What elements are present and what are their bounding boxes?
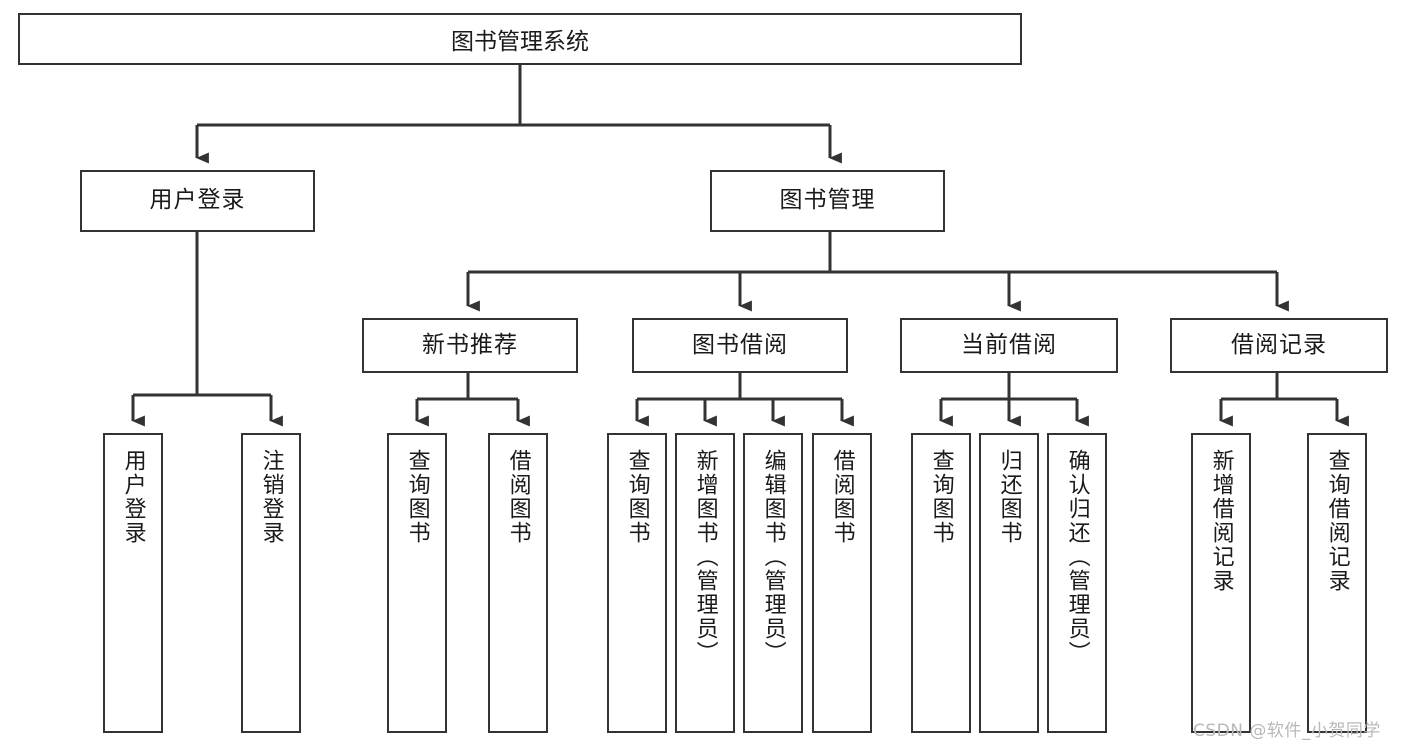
leaf-label: 确认归还（管理员） [1064,449,1090,665]
node-label: 图书管理系统 [451,29,589,55]
node-book-borrow[interactable]: 图书借阅 [632,318,848,373]
node-root-system[interactable]: 图书管理系统 [18,13,1022,65]
node-label: 图书借阅 [692,331,788,358]
node-label: 用户登录 [149,187,246,214]
leaf-label: 查询图书 [928,449,954,545]
leaf-add-borrow-record[interactable]: 新增借阅记录 [1191,433,1251,733]
node-label: 借阅记录 [1231,331,1327,358]
leaf-label: 用户登录 [120,449,146,545]
csdn-watermark: CSDN @软件_小贺同学 [1193,716,1381,741]
leaf-query-book-borrow[interactable]: 查询图书 [607,433,667,733]
leaf-query-borrow-record[interactable]: 查询借阅记录 [1307,433,1367,733]
leaf-query-book-current[interactable]: 查询图书 [911,433,971,733]
leaf-label: 查询图书 [624,449,650,545]
leaf-borrow-book-recommend[interactable]: 借阅图书 [488,433,548,733]
leaf-label: 归还图书 [996,449,1022,545]
node-new-book-recommend[interactable]: 新书推荐 [362,318,578,373]
leaf-borrow-book[interactable]: 借阅图书 [812,433,872,733]
node-current-borrow[interactable]: 当前借阅 [900,318,1118,373]
node-label: 图书管理 [779,187,876,214]
leaf-label: 注销登录 [258,449,284,545]
leaf-label: 新增借阅记录 [1208,449,1234,593]
leaf-edit-book-admin[interactable]: 编辑图书（管理员） [743,433,803,733]
leaf-user-login[interactable]: 用户登录 [103,433,163,733]
leaf-add-book-admin[interactable]: 新增图书（管理员） [675,433,735,733]
node-book-management[interactable]: 图书管理 [710,170,945,232]
leaf-label: 编辑图书（管理员） [760,449,786,665]
leaf-label: 查询借阅记录 [1324,449,1350,593]
node-label: 当前借阅 [961,331,1057,358]
leaf-query-book-recommend[interactable]: 查询图书 [387,433,447,733]
watermark-text: CSDN @软件_小贺同学 [1193,721,1381,741]
leaf-logout[interactable]: 注销登录 [241,433,301,733]
leaf-label: 借阅图书 [505,449,531,545]
leaf-label: 借阅图书 [829,449,855,545]
leaf-label: 查询图书 [404,449,430,545]
node-label: 新书推荐 [422,331,518,358]
leaf-label: 新增图书（管理员） [692,449,718,665]
leaf-confirm-return-admin[interactable]: 确认归还（管理员） [1047,433,1107,733]
node-user-login[interactable]: 用户登录 [80,170,315,232]
leaf-return-book[interactable]: 归还图书 [979,433,1039,733]
node-borrow-record[interactable]: 借阅记录 [1170,318,1388,373]
